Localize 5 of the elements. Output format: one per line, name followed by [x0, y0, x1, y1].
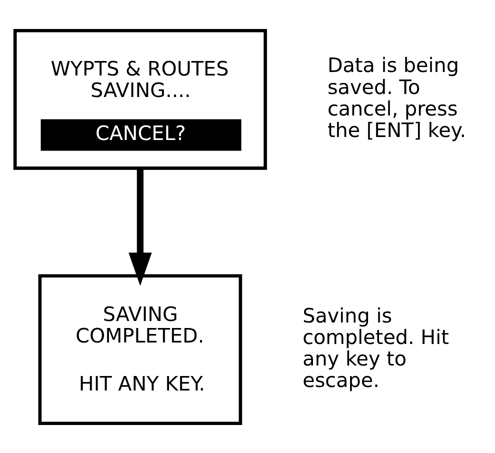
node-box: WYPTS & ROUTES SAVING.... CANCEL? [13, 28, 267, 170]
node-label: Data is being saved. To cancel, press the [ENT] key. [327, 54, 466, 142]
node-box: SAVING COMPLETED. HIT ANY KEY. [38, 274, 242, 425]
arrow [128, 168, 152, 286]
node-label: Saving is completed. Hit any key to escape. [302, 304, 449, 392]
